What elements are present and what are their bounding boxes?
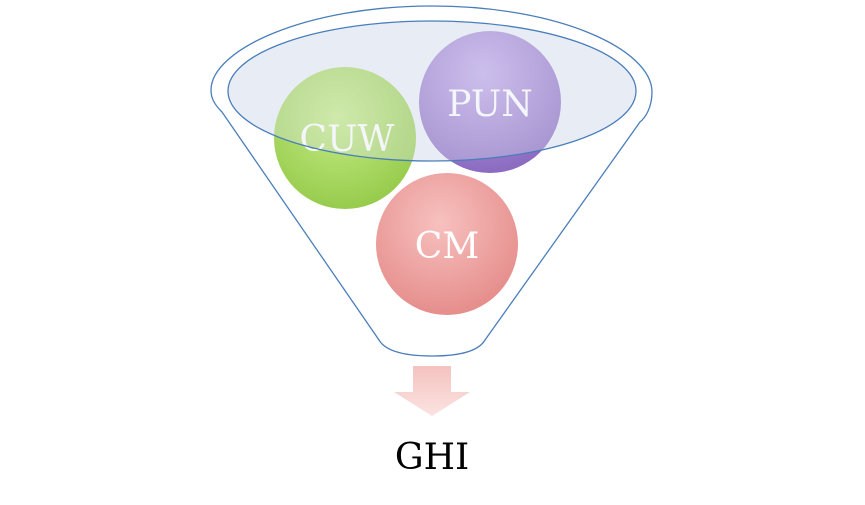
input-ball-cuw: CUW	[274, 67, 416, 209]
input-ball-cm: CM	[376, 173, 518, 315]
input-ball-pun: PUN	[419, 31, 561, 173]
down-arrow-icon	[394, 366, 470, 416]
ball-label-cm: CM	[415, 226, 479, 267]
ball-label-pun: PUN	[447, 84, 532, 125]
output-label: GHI	[395, 437, 469, 478]
ball-label-cuw: CUW	[300, 119, 395, 160]
funnel-rim-outline	[227, 20, 637, 162]
